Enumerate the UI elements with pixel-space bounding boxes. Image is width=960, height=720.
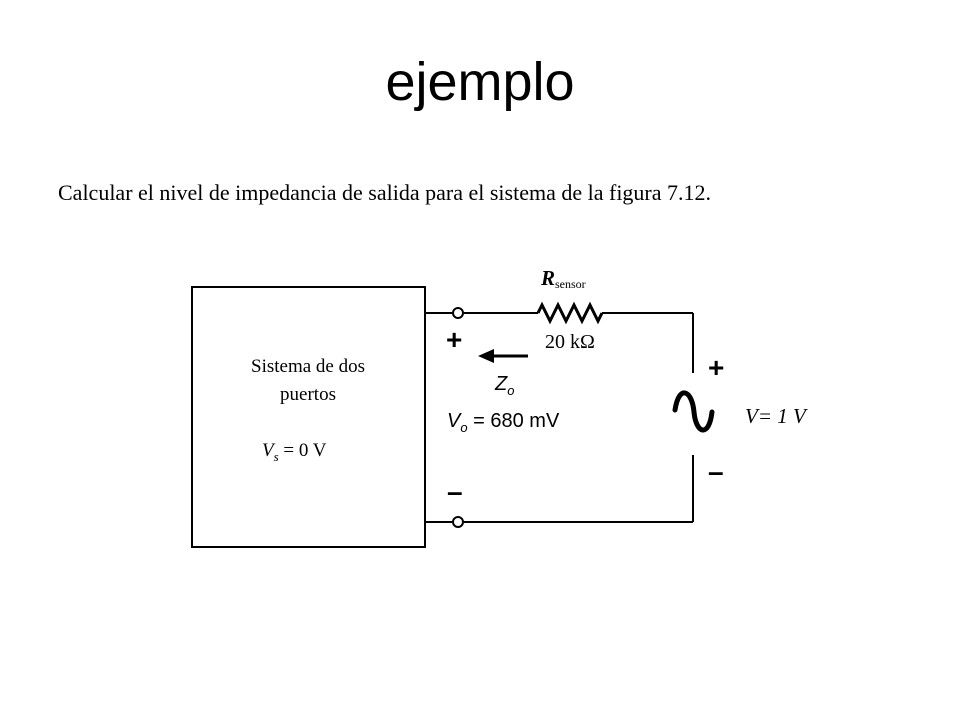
resistor-value: 20 kΩ	[545, 331, 595, 353]
block-label-line2: puertos	[280, 384, 336, 405]
output-plus: +	[446, 324, 462, 355]
source-minus: –	[708, 456, 724, 487]
zo-label: Zo	[494, 373, 514, 398]
source-label: V= 1 V	[745, 404, 808, 428]
source-plus: +	[708, 352, 724, 383]
block-label-line1: Sistema de dos	[251, 356, 365, 377]
two-port-block	[191, 286, 426, 548]
vo-label: Vo = 680 mV	[447, 410, 560, 435]
output-terminal-bottom	[452, 516, 464, 528]
resistor	[536, 301, 604, 325]
resistor-label: Rsensor	[540, 266, 586, 291]
zo-arrow-head	[478, 349, 494, 363]
vs-label: Vs = 0 V	[262, 440, 327, 464]
output-minus: –	[447, 476, 463, 507]
problem-statement: Calcular el nivel de impedancia de salid…	[58, 180, 712, 205]
ac-source-symbol	[672, 390, 715, 433]
output-terminal-top	[452, 307, 464, 319]
slide-title: ejemplo	[385, 52, 575, 112]
